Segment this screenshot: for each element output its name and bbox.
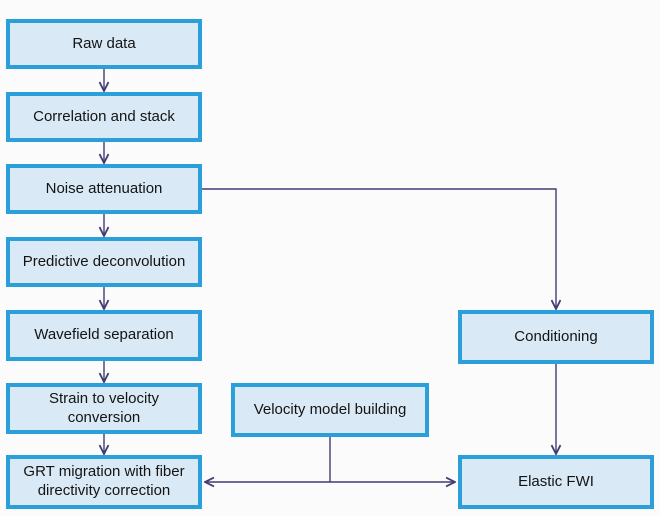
node-predictive-deconvolution-label: Predictive deconvolution (22, 252, 186, 270)
node-elastic-fwi: Elastic FWI (458, 455, 654, 509)
node-wavefield-separation-label: Wavefield separation (34, 326, 174, 344)
node-velocity-model-building-label: Velocity model building (253, 400, 407, 418)
node-predictive-deconvolution: Predictive deconvolution (6, 237, 202, 287)
node-wavefield-separation: Wavefield separation (6, 310, 202, 361)
node-raw-data: Raw data (6, 19, 202, 69)
node-conditioning: Conditioning (458, 310, 654, 364)
node-strain-to-velocity-conversion-label: Strain to velocity conversion (48, 389, 160, 426)
node-grt-migration-label: GRT migration with fiber directivity cor… (23, 463, 185, 499)
node-correlation-and-stack-label: Correlation and stack (33, 107, 175, 125)
node-elastic-fwi-label: Elastic FWI (518, 472, 594, 490)
node-velocity-model-building: Velocity model building (231, 383, 429, 437)
edge-noise-to-conditioning (202, 188, 556, 309)
node-correlation-and-stack: Correlation and stack (6, 92, 202, 142)
node-grt-migration: GRT migration with fiber directivity cor… (6, 455, 202, 509)
node-noise-attenuation-label: Noise attenuation (45, 179, 163, 197)
node-strain-to-velocity-conversion: Strain to velocity conversion (6, 383, 202, 434)
node-raw-data-label: Raw data (72, 34, 136, 52)
node-conditioning-label: Conditioning (514, 327, 598, 345)
node-noise-attenuation: Noise attenuation (6, 164, 202, 214)
